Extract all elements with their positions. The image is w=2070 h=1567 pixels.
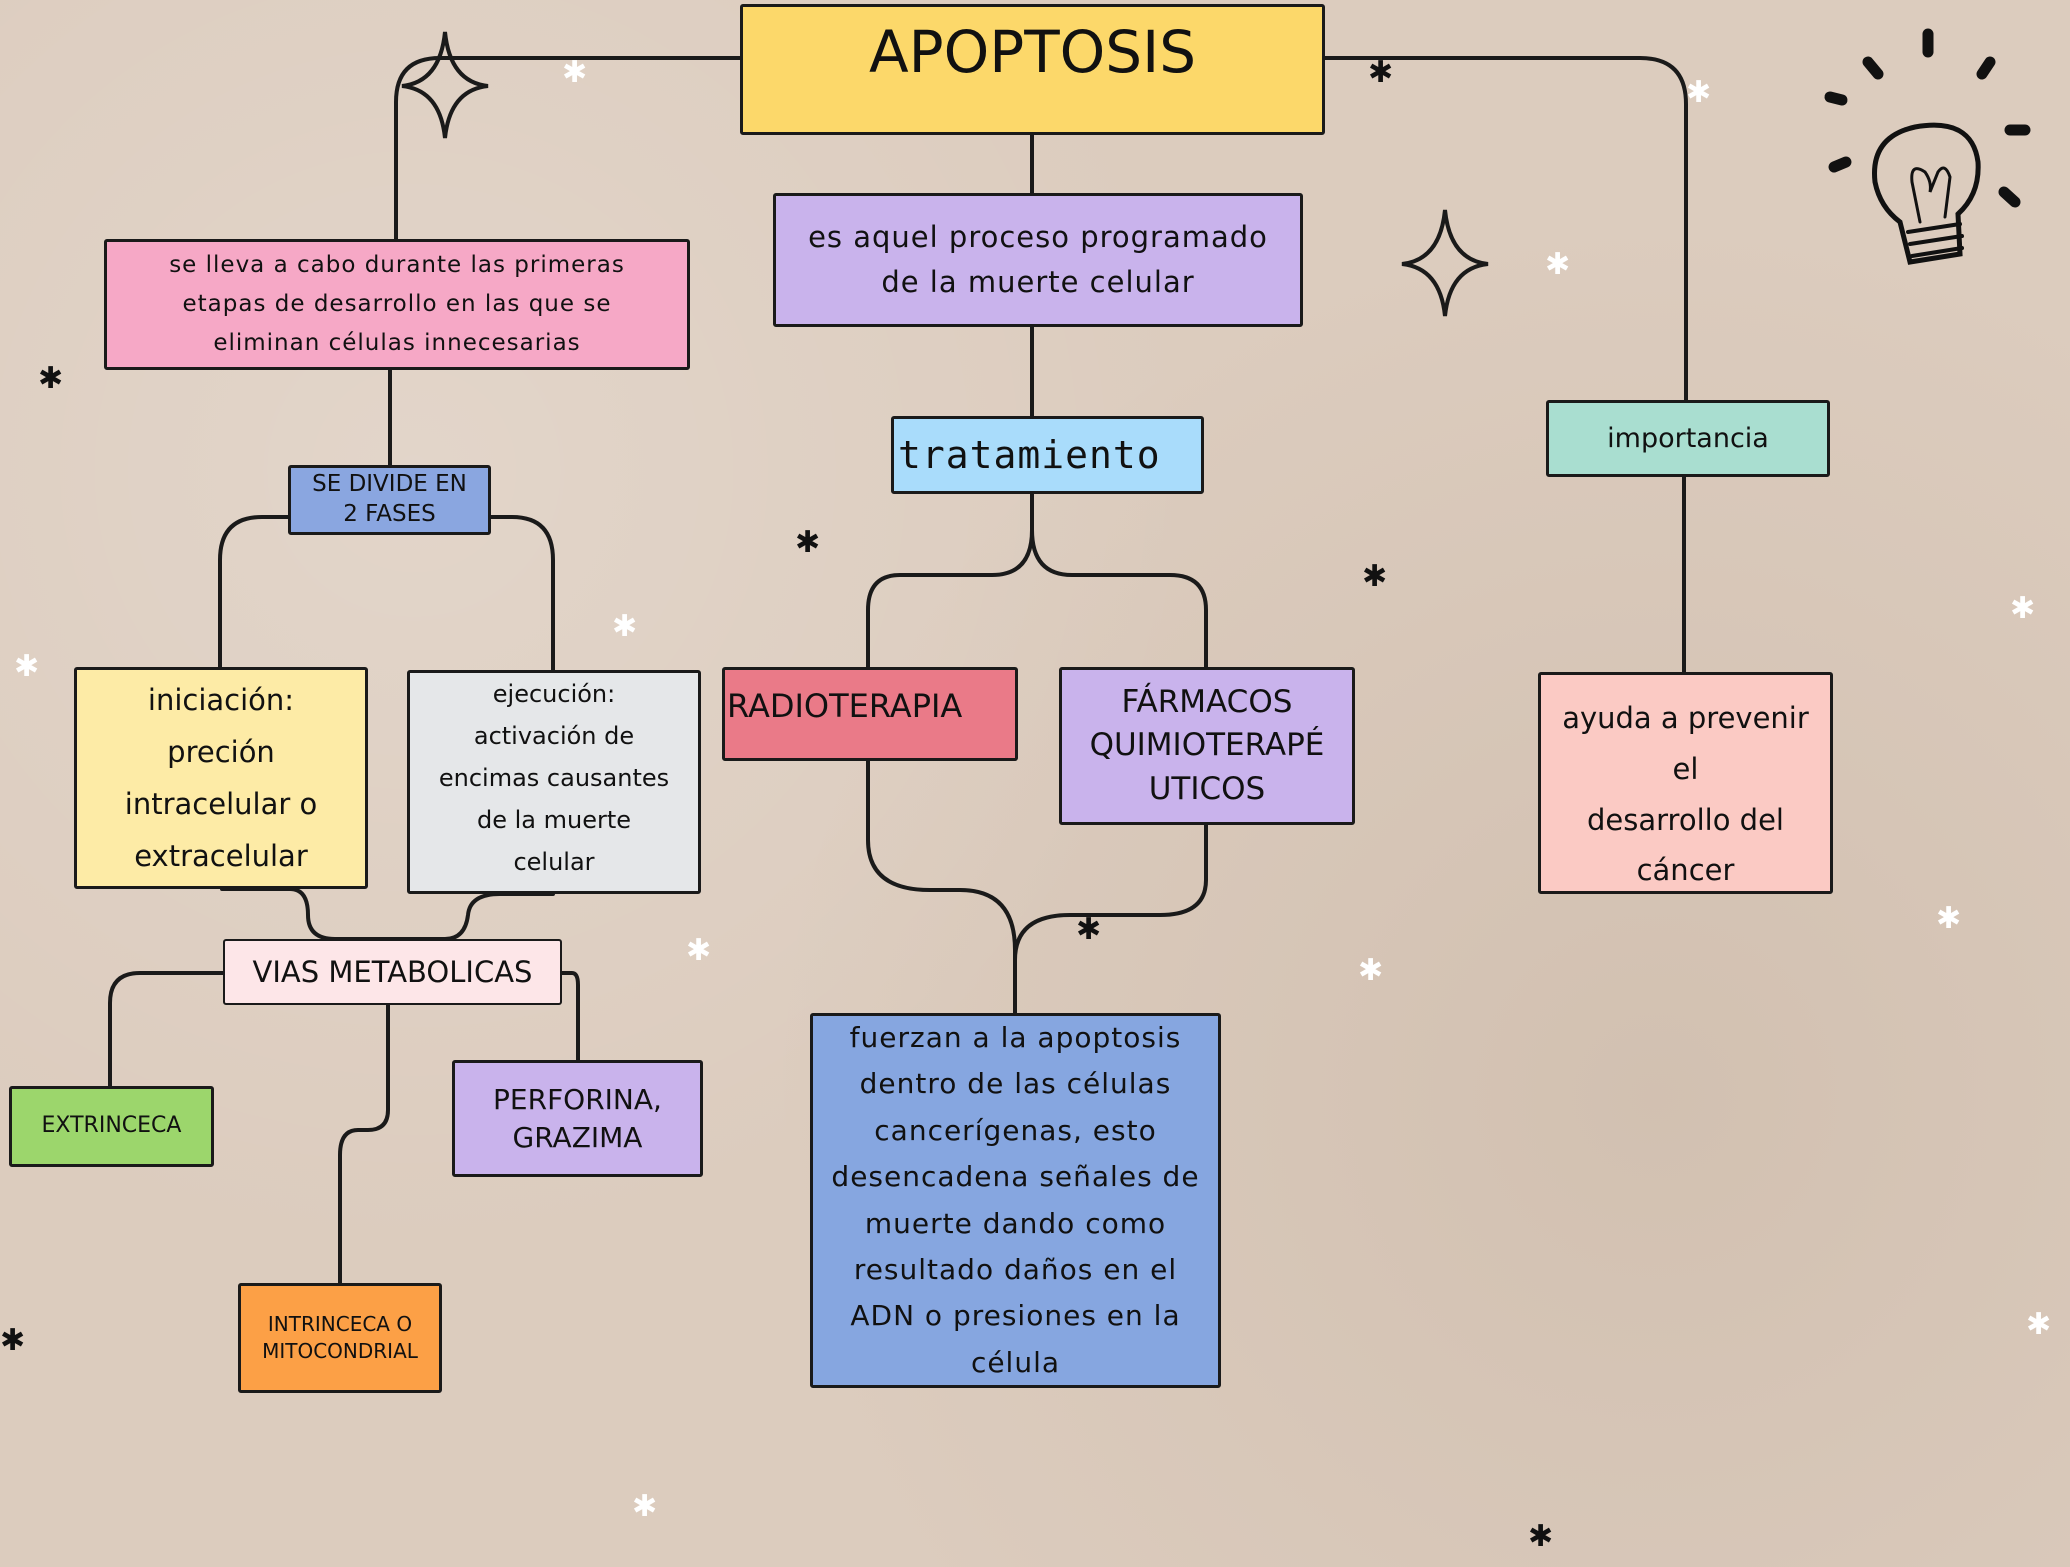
definition-box: es aquel proceso programado de la muerte…: [773, 193, 1303, 327]
importance-box: importancia: [1546, 400, 1830, 477]
star-icon: ✱: [686, 933, 712, 968]
star-icon: ✱: [1358, 953, 1384, 988]
title-box: APOPTOSIS: [740, 4, 1325, 135]
initiation-box: iniciación: preción intracelular o extra…: [74, 667, 368, 889]
extrinsic-box: EXTRINCECA: [9, 1086, 214, 1167]
lightbulb-icon: [1824, 28, 2031, 265]
development-box: se lleva a cabo durante las primeras eta…: [104, 239, 690, 370]
star-icon: ✱: [2010, 591, 2036, 626]
star-icon: ✱: [632, 1489, 658, 1524]
star-icon: ✱: [0, 1323, 26, 1358]
star-icon: ✱: [2026, 1307, 2052, 1342]
metabolic-box: VIAS METABOLICAS: [223, 939, 562, 1005]
intrinsic-box: INTRINCECA O MITOCONDRIAL: [238, 1283, 442, 1393]
drugs-box: FÁRMACOS QUIMIOTERAPÉ UTICOS: [1059, 667, 1355, 825]
radiotherapy-box: RADIOTERAPIA: [722, 667, 1018, 761]
star-icon: ✱: [1076, 912, 1102, 947]
sparkle-icon: [401, 31, 489, 139]
prevent-box: ayuda a prevenir el desarrollo del cánce…: [1538, 672, 1833, 894]
execution-box: ejecución: activación de encimas causant…: [407, 670, 701, 894]
perforin-box: PERFORINA, GRAZIMA: [452, 1060, 703, 1177]
star-icon: ✱: [38, 361, 64, 396]
sparkle-icon: [1401, 209, 1489, 317]
star-icon: ✱: [1545, 247, 1571, 282]
star-icon: ✱: [1362, 559, 1388, 594]
star-icon: ✱: [612, 609, 638, 644]
star-icon: ✱: [14, 649, 40, 684]
star-icon: ✱: [562, 55, 588, 90]
star-icon: ✱: [1528, 1519, 1554, 1554]
treatment-box: tratamiento: [891, 416, 1204, 494]
star-icon: ✱: [1686, 75, 1712, 110]
forces-box: fuerzan a la apoptosis dentro de las cél…: [810, 1013, 1221, 1388]
star-icon: ✱: [1936, 901, 1962, 936]
star-icon: ✱: [1368, 55, 1394, 90]
star-icon: ✱: [795, 525, 821, 560]
divides-box: SE DIVIDE EN 2 FASES: [288, 465, 491, 535]
